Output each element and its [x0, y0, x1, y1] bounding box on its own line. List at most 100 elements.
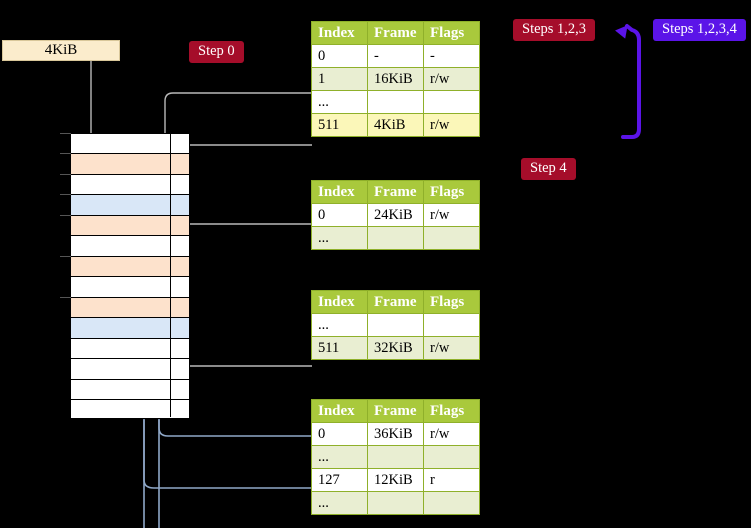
memory-row — [71, 400, 189, 419]
table-cell-flags — [423, 90, 480, 114]
memory-row — [71, 277, 189, 298]
column-header-flags: Flags — [423, 290, 480, 314]
memory-row — [71, 175, 189, 195]
wire-t2-32kib — [175, 364, 312, 367]
table-cell-flags: r/w — [423, 203, 480, 227]
memory-row — [71, 154, 189, 175]
table-cell-frame: 24KiB — [367, 203, 424, 227]
column-header-frame: Frame — [367, 399, 424, 423]
table-cell-flags — [423, 491, 480, 515]
table-cell-flags: r/w — [423, 422, 480, 446]
table-cell-index: 1 — [311, 67, 368, 91]
table-cell-index: 0 — [311, 422, 368, 446]
table-cell-index: 511 — [311, 113, 368, 137]
memory-row — [71, 216, 189, 236]
table-cell-index: ... — [311, 491, 368, 515]
table-cell-frame: 12KiB — [367, 468, 424, 492]
column-header-flags: Flags — [423, 180, 480, 204]
table-row: ... — [311, 445, 480, 469]
column-header-flags: Flags — [423, 399, 480, 423]
column-header-flags: Flags — [423, 21, 480, 45]
table-cell-frame: 4KiB — [367, 113, 424, 137]
column-header-index: Index — [311, 180, 368, 204]
wire-t1-24kib — [177, 223, 312, 262]
table-row: ... — [311, 491, 480, 515]
table-cell-frame: 32KiB — [367, 336, 424, 360]
table-row: ... — [311, 90, 480, 114]
table-cell-index: ... — [311, 226, 368, 250]
table-cell-index: 0 — [311, 203, 368, 227]
stack-tick — [60, 133, 71, 134]
column-header-frame: Frame — [367, 21, 424, 45]
table-cell-index: ... — [311, 445, 368, 469]
column-header-index: Index — [311, 21, 368, 45]
memory-row — [71, 359, 189, 380]
memory-row — [71, 134, 189, 154]
table-cell-frame — [367, 313, 424, 337]
badge-step0: Step 0 — [189, 41, 244, 63]
table-cell-frame — [367, 90, 424, 114]
table-cell-flags — [423, 313, 480, 337]
memory-row — [71, 298, 189, 318]
column-header-frame: Frame — [367, 290, 424, 314]
badge-steps123: Steps 1,2,3 — [513, 19, 596, 41]
table-cell-index: 127 — [311, 468, 368, 492]
column-header-index: Index — [311, 399, 368, 423]
column-header-index: Index — [311, 290, 368, 314]
table-cell-frame: - — [367, 44, 424, 68]
table-cell-flags: r/w — [423, 336, 480, 360]
table-cell-flags: r/w — [423, 67, 480, 91]
table-cell-index: ... — [311, 90, 368, 114]
badge-step4-text: Step 4 — [530, 160, 567, 176]
wire-t0-4kib — [177, 144, 312, 161]
table-cell-frame: 36KiB — [367, 422, 424, 446]
frame-size-text: 4KiB — [44, 42, 78, 58]
table-row: 0-- — [311, 44, 480, 68]
wire-t3-12kib — [143, 420, 312, 489]
stack-tick — [60, 215, 71, 216]
memory-row — [71, 236, 189, 257]
stack-tick — [60, 194, 71, 195]
memory-row — [71, 195, 189, 216]
table-row: ... — [311, 226, 480, 250]
badge-step4: Step 4 — [521, 158, 576, 180]
table-cell-frame: 16KiB — [367, 67, 424, 91]
memory-stack — [70, 133, 190, 419]
memory-row — [71, 318, 189, 339]
memory-row — [71, 257, 189, 277]
stack-tick — [60, 297, 71, 298]
badge-steps1234: Steps 1,2,3,4 — [653, 19, 746, 41]
badge-step0-text: Step 0 — [198, 43, 235, 59]
frame-size-label: 4KiB — [2, 40, 120, 61]
table-cell-frame — [367, 445, 424, 469]
column-header-frame: Frame — [367, 180, 424, 204]
table-cell-index: 0 — [311, 44, 368, 68]
table-cell-flags: r — [423, 468, 480, 492]
table-cell-flags: - — [423, 44, 480, 68]
table-cell-flags: r/w — [423, 113, 480, 137]
memory-column-divider — [170, 134, 171, 417]
table-cell-flags — [423, 445, 480, 469]
table-cell-frame — [367, 226, 424, 250]
badge-steps123-text: Steps 1,2,3 — [522, 21, 587, 37]
stack-tick — [60, 153, 71, 154]
badge-steps1234-text: Steps 1,2,3,4 — [662, 21, 737, 37]
table-row: ... — [311, 313, 480, 337]
wire-purple-bracket — [615, 24, 641, 139]
table-cell-flags — [423, 226, 480, 250]
memory-row — [71, 380, 189, 400]
memory-row — [71, 339, 189, 359]
